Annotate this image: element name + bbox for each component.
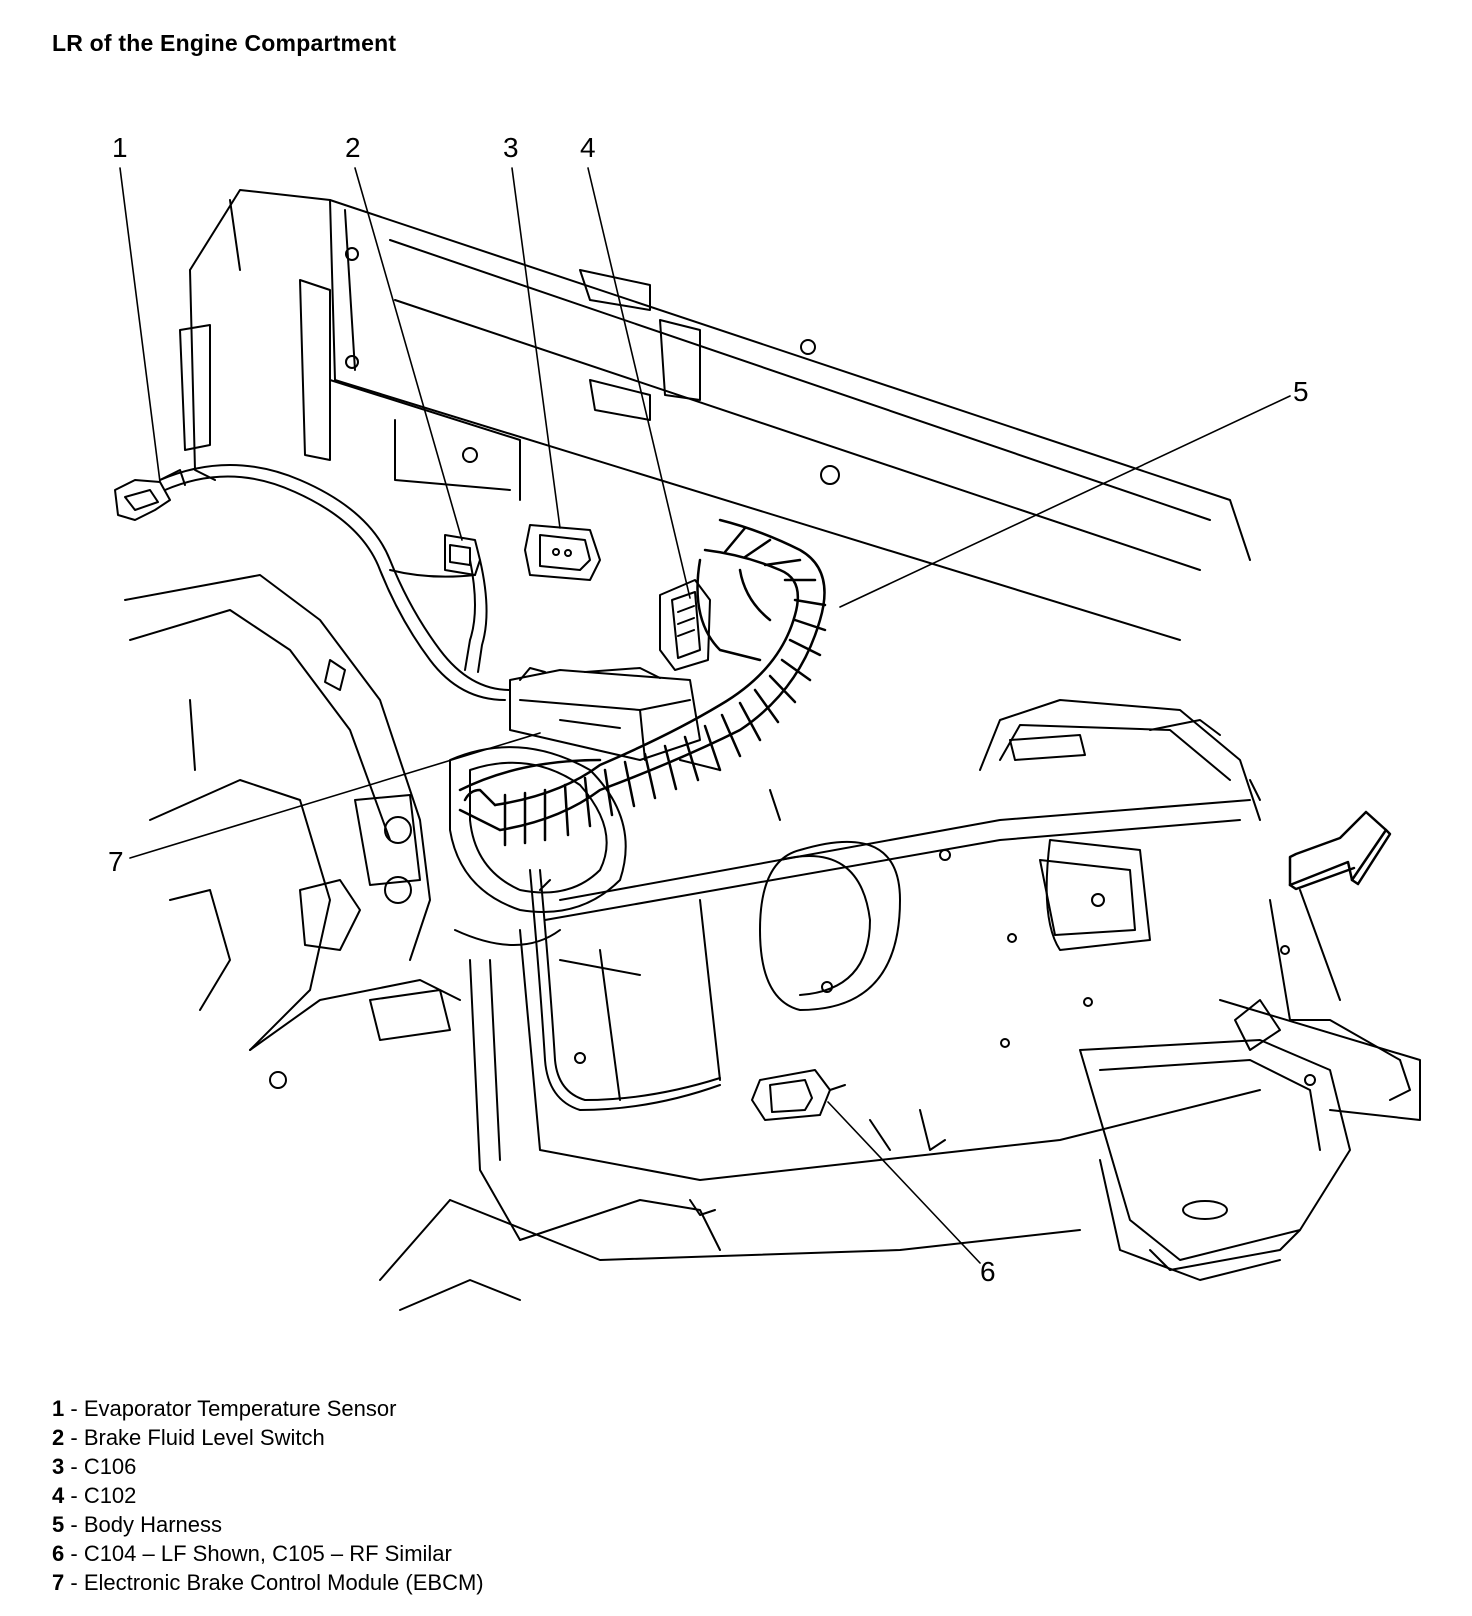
legend-text: C106 [83,1454,137,1479]
connector-c104 [751,1069,846,1121]
callout-6: 6 [980,1256,996,1287]
legend-item: 2 - Brake Fluid Level Switch [52,1423,484,1452]
callout-leader-lines [119,167,1291,1264]
legend-item: 7 - Electronic Brake Control Module (EBC… [52,1568,484,1597]
legend-item: 3 - C106 [52,1452,484,1481]
callout-2: 2 [345,132,361,163]
legend-number: 7 [52,1570,65,1595]
body-harness [458,518,827,847]
legend-separator: - [64,1396,84,1421]
legend-number: 1 [52,1396,65,1421]
legend-separator: - [64,1512,84,1537]
legend-number: 4 [52,1483,65,1508]
legend-text: Electronic Brake Control Module (EBCM) [83,1570,484,1595]
callout-5: 5 [1293,376,1309,407]
callout-7: 7 [108,846,124,877]
legend-text: Evaporator Temperature Sensor [83,1396,397,1421]
diagram-title: LR of the Engine Compartment [52,30,397,56]
callout-1: 1 [112,132,128,163]
evaporator-temperature-sensor [114,469,186,521]
legend-item: 1 - Evaporator Temperature Sensor [52,1394,484,1423]
legend-number: 3 [52,1454,65,1479]
parts-legend: 1 - Evaporator Temperature Sensor 2 - Br… [52,1394,484,1597]
frame-rail [379,789,1421,1311]
legend-number: 2 [52,1425,65,1450]
legend-separator: - [64,1570,84,1595]
cowl-panel [179,189,1251,641]
forward-direction-arrow-icon [1288,810,1392,891]
legend-separator: - [64,1454,84,1479]
callout-3: 3 [503,132,519,163]
brake-booster-opening [449,746,627,946]
left-inner-fender [124,574,461,1089]
legend-number: 6 [52,1541,65,1566]
legend-separator: - [64,1425,84,1450]
legend-item: 5 - Body Harness [52,1510,484,1539]
legend-number: 5 [52,1512,65,1537]
connector-c106 [524,524,601,581]
legend-text: Body Harness [83,1512,222,1537]
legend-separator: - [64,1541,84,1566]
legend-text: C102 [83,1483,137,1508]
pigtail-wires [159,464,721,1111]
brake-fluid-level-switch [444,534,481,576]
ebcm-module [509,667,701,761]
legend-separator: - [64,1483,84,1508]
legend-item: 6 - C104 – LF Shown, C105 – RF Similar [52,1539,484,1568]
legend-text: C104 – LF Shown, C105 – RF Similar [83,1541,452,1566]
callout-4: 4 [580,132,596,163]
legend-text: Brake Fluid Level Switch [83,1425,325,1450]
right-wheelhouse [979,699,1261,821]
legend-item: 4 - C102 [52,1481,484,1510]
connector-c102 [659,579,711,671]
